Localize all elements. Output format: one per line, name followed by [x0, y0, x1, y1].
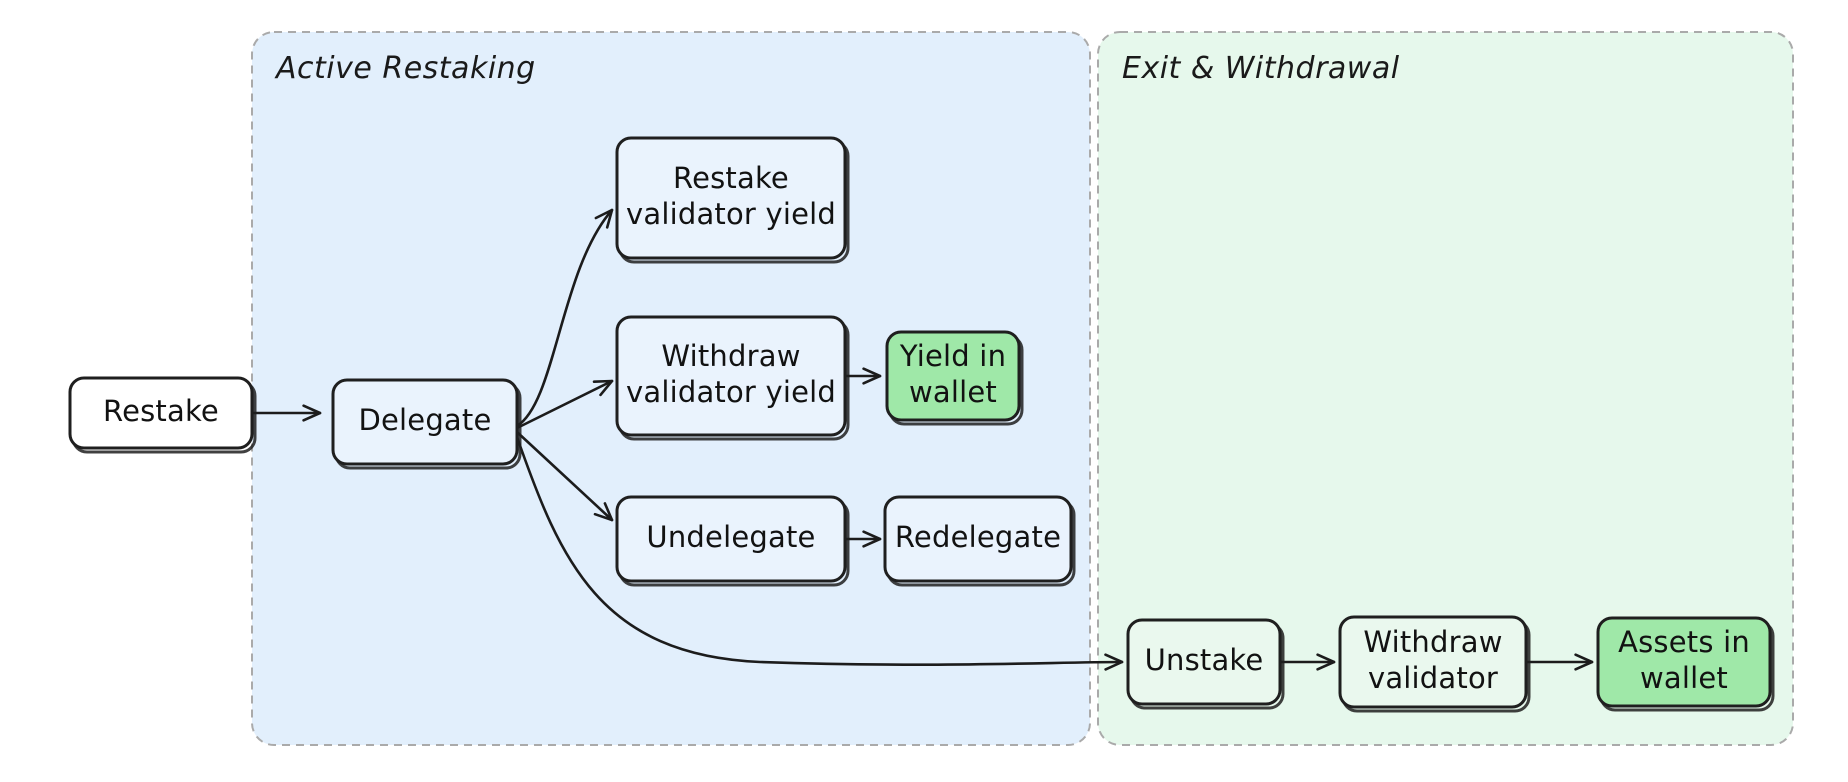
node-delegate-label-line-0: Delegate	[358, 403, 491, 437]
edge-undelegate-to-redelegate	[843, 530, 882, 548]
edge-delegate-to-withdraw-validator-yield	[515, 379, 614, 430]
edge-delegate-to-unstake-arrowhead-icon	[1104, 653, 1124, 671]
node-restake[interactable]: Restake	[68, 376, 257, 454]
node-unstake-label-line-0: Unstake	[1145, 643, 1264, 677]
node-undelegate-rect[interactable]	[615, 495, 847, 583]
cluster-active-restaking-label: Active Restaking	[274, 51, 536, 86]
edge-delegate-to-undelegate	[515, 430, 614, 522]
edge-restake-to-delegate-arrowhead-icon	[302, 404, 322, 422]
node-delegate-rect[interactable]	[331, 378, 519, 466]
edge-delegate-to-restake-validator-yield	[515, 208, 614, 428]
node-withdraw-validator-yield-rect[interactable]	[615, 315, 847, 437]
edge-withdraw-validator-yield-to-yield-in-wallet-arrowhead-icon	[862, 367, 882, 385]
cluster-exit-withdrawal-rect	[1097, 31, 1794, 746]
node-redelegate-label-line-0: Redelegate	[895, 520, 1061, 554]
edges-layer	[250, 208, 1594, 671]
node-undelegate-label-line-0: Undelegate	[646, 520, 815, 554]
node-restake-validator-yield-label-line-1: validator yield	[626, 197, 836, 231]
edge-delegate-to-undelegate-line	[515, 430, 614, 522]
edge-unstake-to-withdraw-validator	[1279, 653, 1336, 671]
edge-delegate-to-withdraw-validator-yield-arrowhead-icon	[592, 379, 614, 397]
edge-undelegate-to-redelegate-arrowhead-icon	[862, 530, 882, 548]
node-unstake[interactable]: Unstake	[1126, 618, 1285, 710]
node-assets-in-wallet-rect[interactable]	[1596, 616, 1772, 708]
node-redelegate-rect[interactable]	[883, 495, 1073, 583]
node-withdraw-validator-yield-label-line-0: Withdraw	[661, 339, 800, 373]
node-yield-in-wallet-label-line-1: wallet	[909, 375, 997, 409]
node-assets-in-wallet-label-line-1: wallet	[1640, 661, 1728, 695]
edge-withdraw-validator-yield-to-yield-in-wallet	[843, 367, 882, 385]
cluster-exit-withdrawal: Exit & Withdrawal	[1097, 31, 1794, 746]
node-withdraw-validator-yield-label-line-1: validator yield	[626, 375, 836, 409]
node-restake-rect[interactable]	[68, 376, 254, 450]
node-delegate[interactable]: Delegate	[331, 378, 522, 470]
node-yield-in-wallet-label-line-0: Yield in	[899, 339, 1006, 373]
edge-withdraw-validator-to-assets-in-wallet-arrowhead-icon	[1574, 653, 1594, 671]
edge-delegate-to-restake-validator-yield-arrowhead-icon	[594, 208, 614, 229]
edge-delegate-to-restake-validator-yield-line	[515, 208, 614, 428]
edge-delegate-to-unstake	[515, 435, 1124, 671]
node-undelegate[interactable]: Undelegate	[615, 495, 850, 587]
node-withdraw-validator-rect[interactable]	[1338, 615, 1528, 709]
node-restake-validator-yield-rect[interactable]	[615, 136, 847, 260]
node-assets-in-wallet-label-line-0: Assets in	[1618, 625, 1750, 659]
edge-delegate-to-unstake-line	[515, 435, 1124, 666]
node-withdraw-validator-label-line-1: validator	[1368, 661, 1498, 695]
cluster-exit-withdrawal-label: Exit & Withdrawal	[1122, 51, 1400, 86]
edge-unstake-to-withdraw-validator-arrowhead-icon	[1316, 653, 1336, 671]
node-restake-label-line-0: Restake	[103, 394, 219, 428]
node-unstake-rect[interactable]	[1126, 618, 1282, 706]
edge-withdraw-validator-to-assets-in-wallet	[1525, 653, 1594, 671]
node-restake-validator-yield-label-line-0: Restake	[673, 161, 789, 195]
node-withdraw-validator-label-line-0: Withdraw	[1363, 625, 1502, 659]
node-yield-in-wallet-rect[interactable]	[885, 330, 1021, 422]
edge-delegate-to-undelegate-arrowhead-icon	[593, 502, 614, 522]
edge-delegate-to-withdraw-validator-yield-line	[515, 379, 614, 430]
node-redelegate[interactable]: Redelegate	[883, 495, 1076, 587]
edge-restake-to-delegate	[250, 404, 322, 422]
